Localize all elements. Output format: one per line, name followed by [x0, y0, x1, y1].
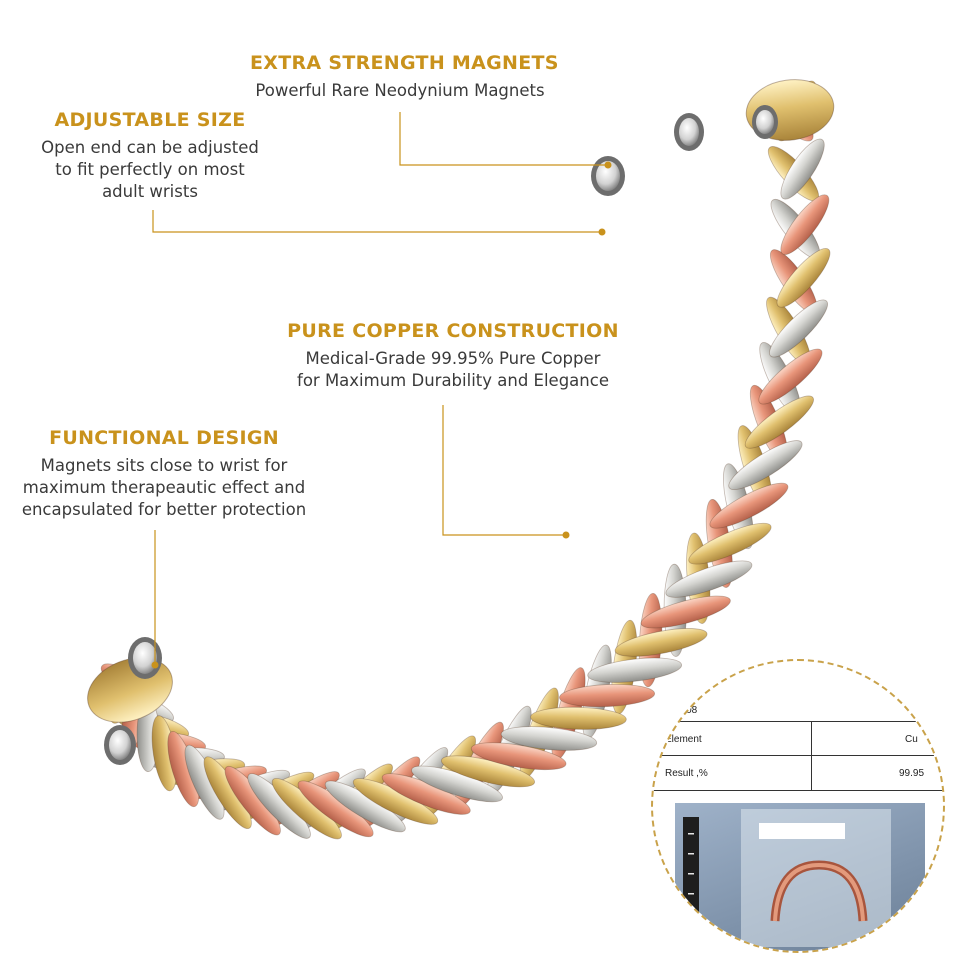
- braid-link: [709, 482, 789, 529]
- size-desc-line-1: Open end can be adjusted: [41, 138, 259, 157]
- leader-dots: [151, 161, 612, 669]
- size-desc-line-3: adult wrists: [102, 182, 198, 201]
- certificate-result-value: 99.95: [899, 768, 925, 779]
- magnet-top-3: [752, 105, 778, 139]
- braid-link: [776, 248, 831, 308]
- braid-link: [470, 742, 567, 771]
- braid-link: [688, 522, 772, 565]
- braid-link: [728, 440, 803, 490]
- callout-magnets: EXTRA STRENGTH MAGNETS Powerful Rare Neo…: [250, 52, 559, 102]
- braid-link: [500, 726, 598, 751]
- size-desc-line-2: to fit perfectly on most: [55, 160, 245, 179]
- certificate-element-value: Cu: [905, 734, 918, 745]
- braid-link: [559, 683, 656, 708]
- copper-desc-line-2: for Maximum Durability and Elegance: [297, 371, 609, 390]
- certificate-inset: 2008 Element Cu Result ,% 99.95: [651, 659, 945, 953]
- certificate-header-row: Element Cu: [653, 721, 943, 790]
- certificate-result-label: Result ,%: [665, 768, 708, 779]
- design-title: FUNCTIONAL DESIGN: [49, 427, 279, 449]
- callout-adjustable-size: ADJUSTABLE SIZE Open end can be adjusted…: [30, 109, 270, 203]
- copper-title: PURE COPPER CONSTRUCTION: [287, 320, 619, 342]
- magnet-top-2: [674, 113, 704, 151]
- callout-functional-design: FUNCTIONAL DESIGN Magnets sits close to …: [12, 427, 316, 521]
- braided-cuff: [87, 79, 835, 840]
- braid-link: [530, 706, 627, 730]
- braid-link: [665, 560, 753, 598]
- certificate-result-row: Result ,% 99.95: [653, 755, 943, 791]
- braid-link: [769, 299, 828, 358]
- braid-link: [587, 657, 683, 683]
- magnets-title: EXTRA STRENGTH MAGNETS: [250, 52, 559, 74]
- copper-desc-line-1: Medical-Grade 99.95% Pure Copper: [305, 349, 601, 368]
- braid-link: [758, 348, 823, 405]
- certificate-year: 2008: [675, 705, 698, 716]
- braid-link: [744, 395, 814, 449]
- design-desc-line-2: maximum therapeautic effect and: [22, 478, 306, 497]
- certificate-element-label: Element: [665, 734, 702, 745]
- magnet-top-1: [591, 156, 625, 196]
- size-title: ADJUSTABLE SIZE: [54, 109, 246, 131]
- braid-link: [640, 595, 731, 629]
- design-desc-line-3: encapsulated for better protection: [21, 500, 307, 519]
- magnet-bottom-1: [128, 637, 162, 679]
- magnet-bottom-2: [104, 725, 136, 765]
- design-desc-line-1: Magnets sits close to wrist for: [40, 456, 288, 475]
- braid-link: [780, 138, 825, 200]
- magnets-desc: Powerful Rare Neodynium Magnets: [255, 81, 545, 100]
- braid-link: [614, 628, 708, 657]
- packaged-bracelet-photo: [675, 803, 925, 951]
- leader-lines: [152, 112, 608, 665]
- braid-link: [780, 194, 830, 255]
- callout-pure-copper: PURE COPPER CONSTRUCTION Medical-Grade 9…: [283, 320, 623, 392]
